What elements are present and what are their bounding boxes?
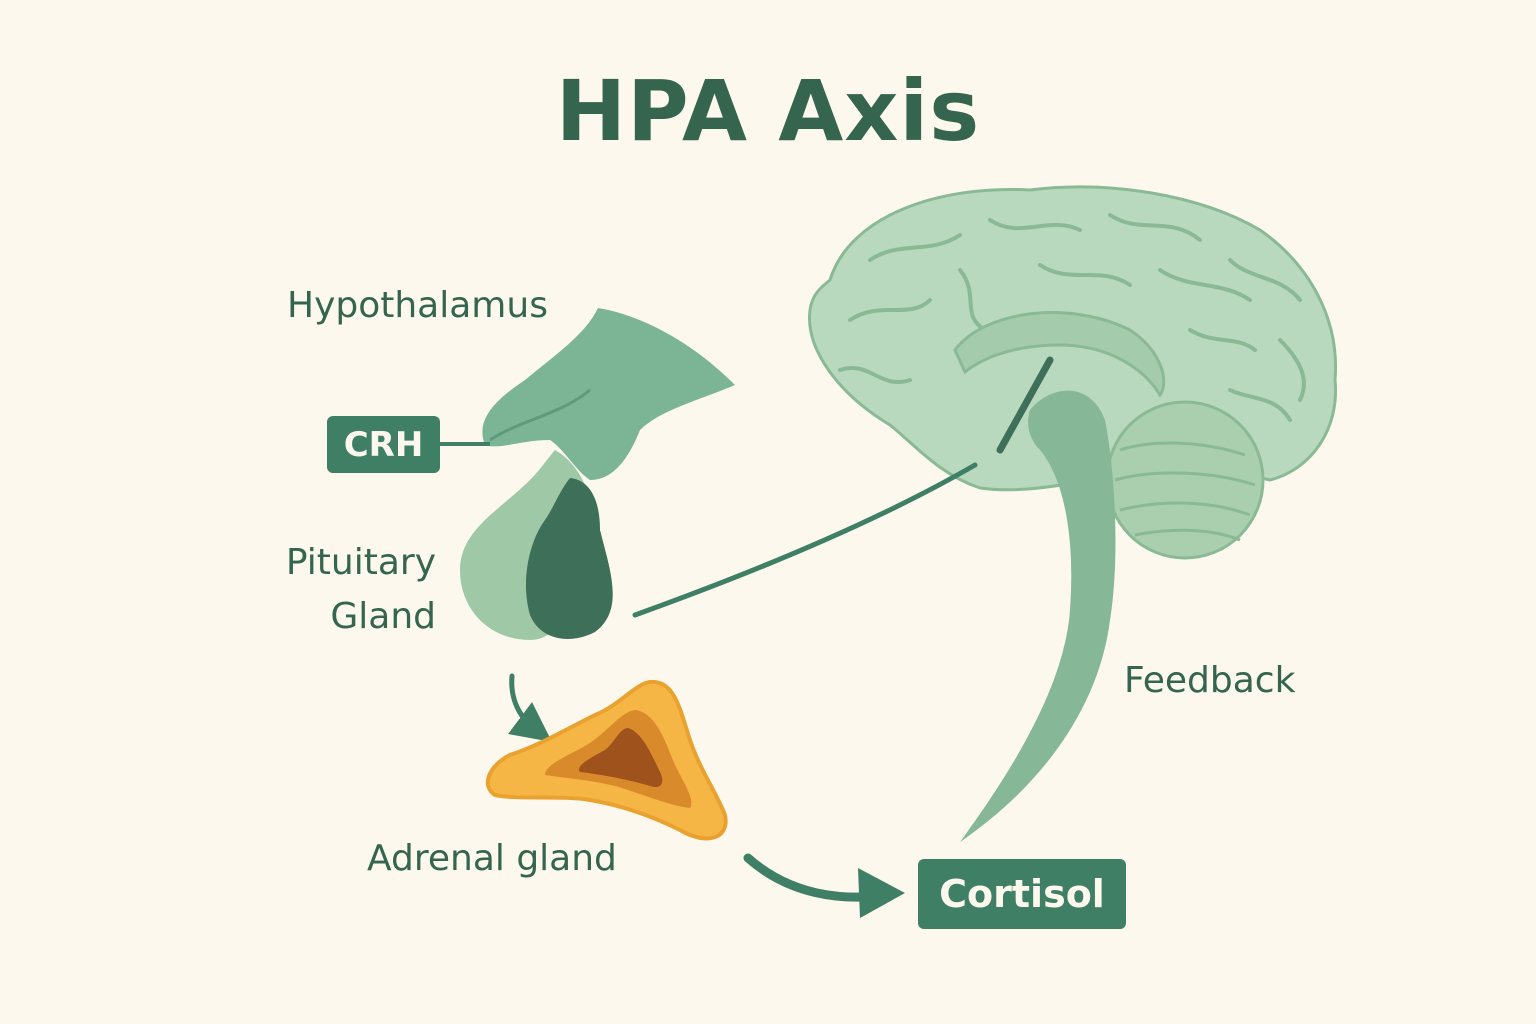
diagram-title: HPA Axis [555,62,981,160]
pituitary-label-line-2: Gland [330,596,436,637]
brain-illustration [808,185,1338,842]
pituitary-posterior-lobe [525,478,613,639]
adrenal-medulla [579,728,663,788]
brainstem [960,390,1116,842]
pituitary-label-line-1: Pituitary [285,542,436,583]
adrenal-gland-label: Adrenal gland [367,838,617,879]
cortisol-tag: Cortisol [918,859,1126,929]
brain-gyri [838,213,1306,422]
hypothalamus-shape [482,308,735,480]
pituitary-brain-connector [632,462,978,618]
crh-tag: CRH [327,416,440,473]
thalamic-tract [996,356,1054,454]
hypothalamus-label: Hypothalamus [287,285,548,326]
feedback-label: Feedback [1124,660,1296,701]
corpus-callosum [953,311,1166,398]
hypothalamus-fold [489,388,591,442]
adrenal-to-cortisol-arrowhead [858,868,905,918]
pituitary-to-adrenal-arrow [507,673,552,743]
pituitary-gland-label: Pituitary Gland [240,536,436,644]
adrenal-gland-illustration [485,679,728,841]
cerebellum-folds [1114,441,1256,542]
